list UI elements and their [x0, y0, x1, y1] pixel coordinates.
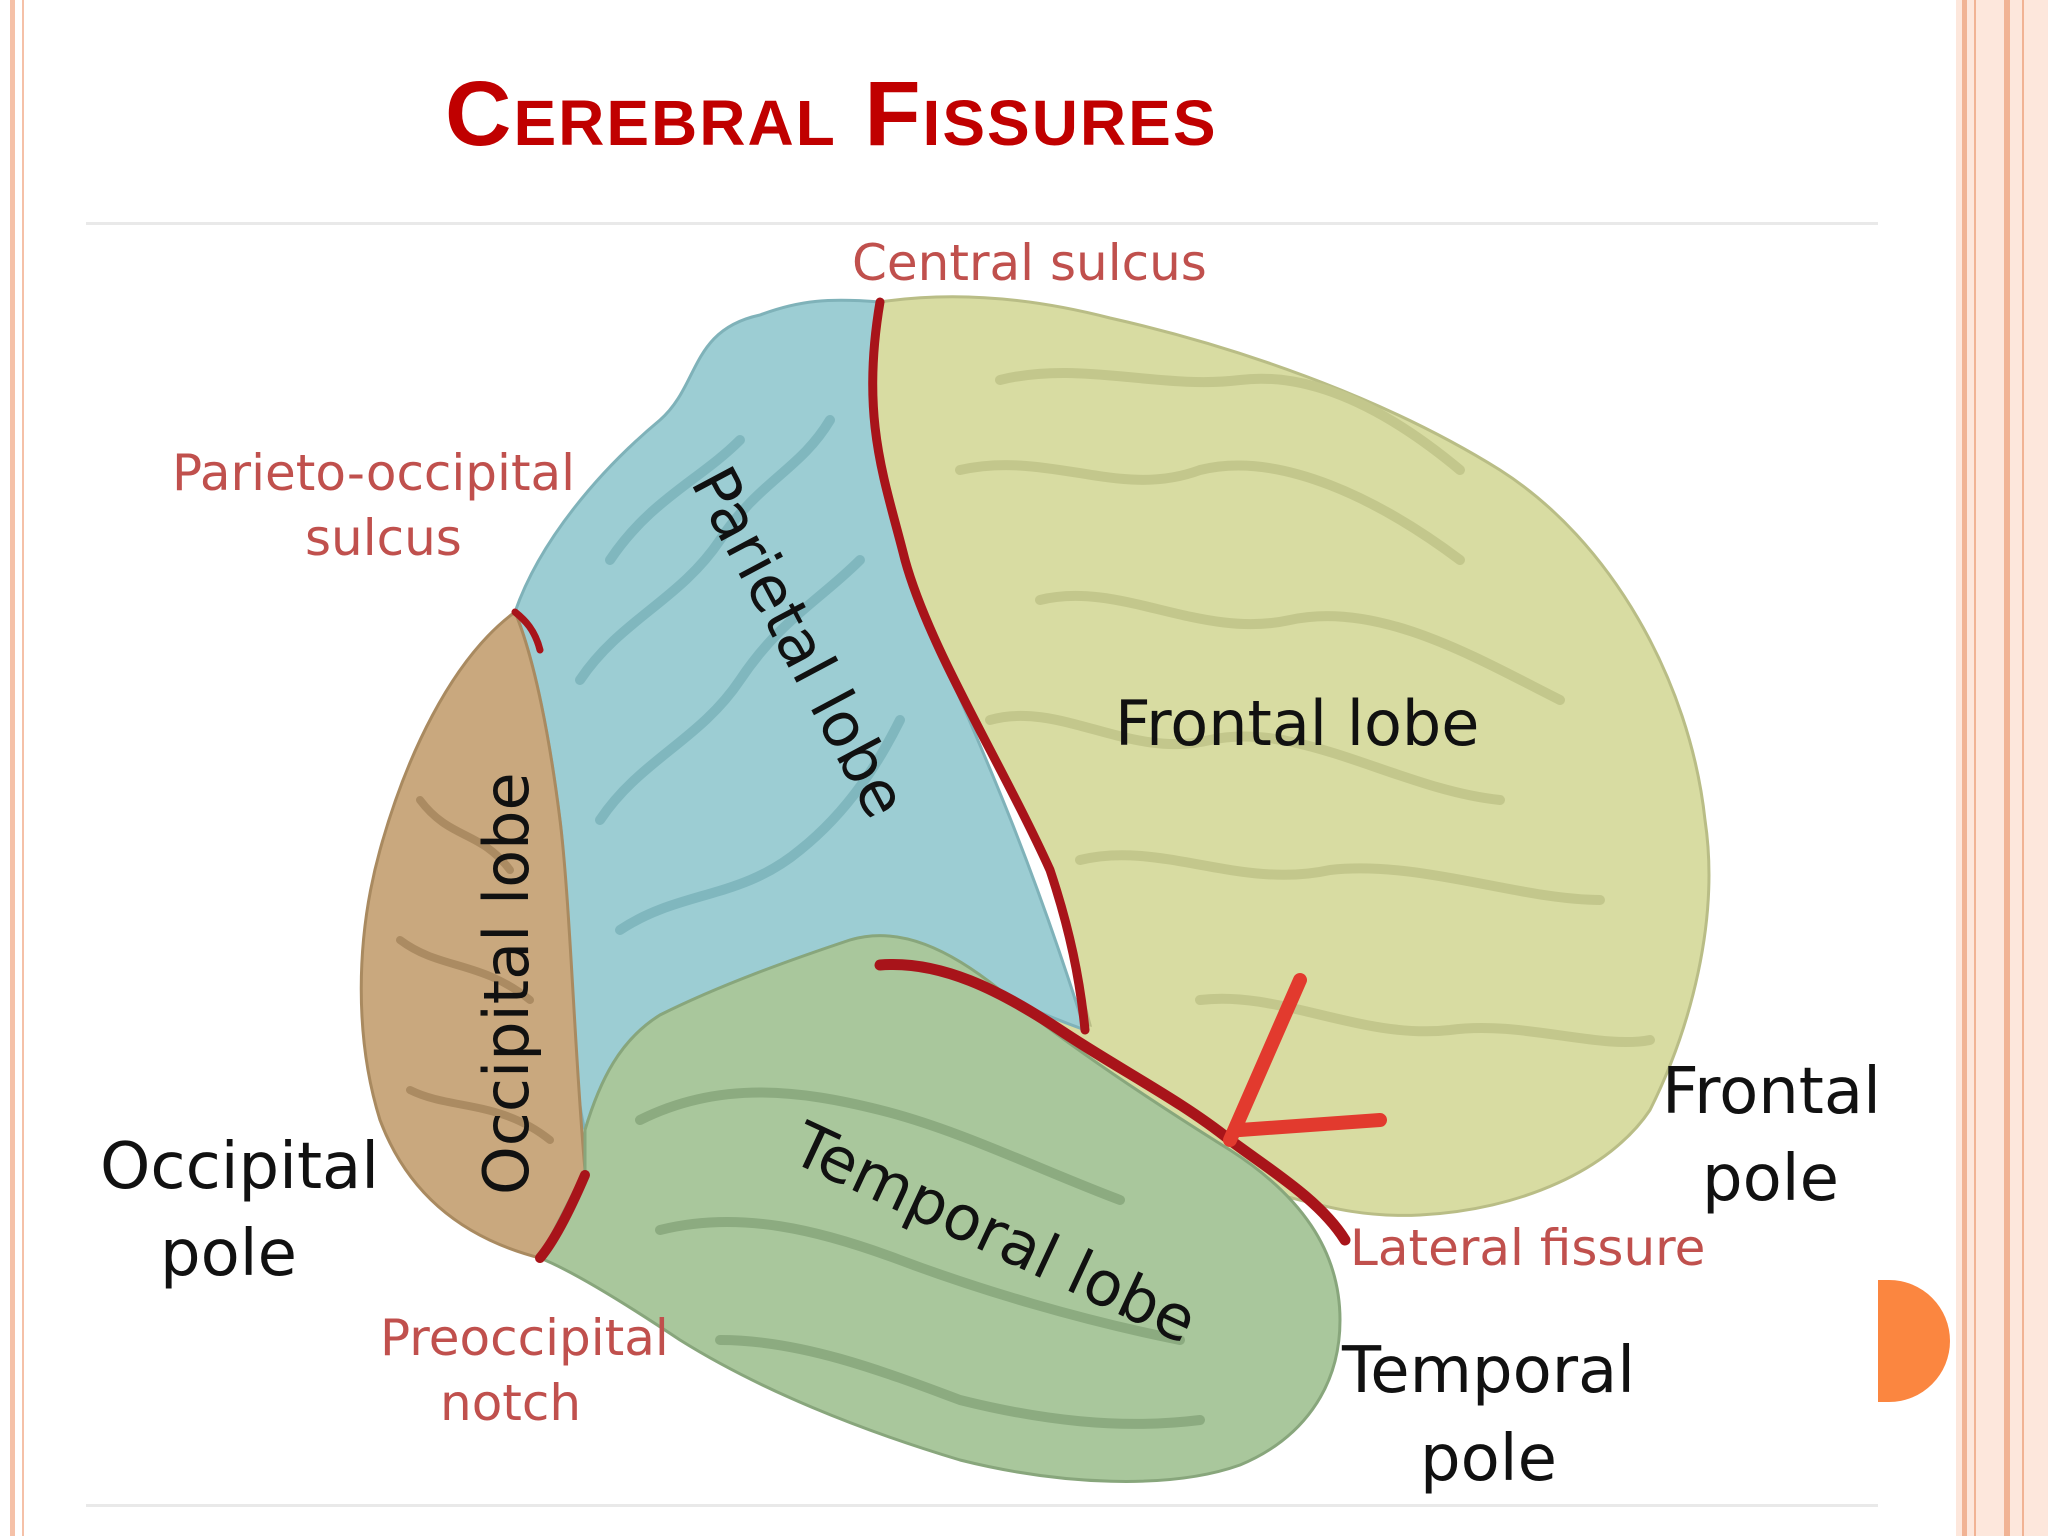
- temporal-pole-label-line2: pole: [1420, 1422, 1557, 1496]
- lateral-fissure-label: Lateral fissure: [1350, 1219, 1705, 1277]
- slide-border-left: [10, 0, 15, 1536]
- preoccipital-notch-label-line1: Preoccipital: [380, 1309, 669, 1367]
- bottom-divider: [86, 1504, 1878, 1507]
- preoccipital-notch-line: [535, 1170, 590, 1263]
- frontal-pole-label-line2: pole: [1702, 1142, 1839, 1216]
- lateral-fissure-ramus: [1223, 973, 1387, 1147]
- fissure-lines: [511, 297, 1387, 1263]
- parietal-gyri: [575, 415, 905, 935]
- frontal-pole-label-line1: Frontal: [1662, 1055, 1881, 1129]
- central-sulcus-label: Central sulcus: [852, 234, 1207, 292]
- slide-border-left-thin: [22, 0, 24, 1536]
- frontal-gyri: [955, 367, 1655, 1048]
- parieto-occipital-label-line2: sulcus: [305, 509, 462, 567]
- lateral-fissure-line: [874, 958, 1351, 1246]
- occipital-gyri: [396, 796, 554, 1144]
- preoccipital-notch-label-line2: notch: [440, 1374, 581, 1432]
- occipital-pole-label-line1: Occipital: [100, 1130, 379, 1204]
- parieto-occipital-line: [511, 608, 544, 654]
- slide-title: Cerebral Fissures: [445, 63, 1218, 165]
- temporal-pole-label-line1: Temporal: [1341, 1334, 1635, 1408]
- frontal-lobe-label: Frontal lobe: [1115, 687, 1479, 760]
- title-divider: [86, 222, 1878, 225]
- occipital-pole-label-line2: pole: [160, 1217, 297, 1291]
- temporal-gyri: [635, 1087, 1205, 1429]
- parieto-occipital-label-line1: Parieto-occipital: [172, 444, 575, 502]
- central-sulcus-line: [868, 297, 1090, 1035]
- occipital-lobe-label: Occipital lobe: [470, 772, 543, 1195]
- slide-border-right: [1956, 0, 2048, 1536]
